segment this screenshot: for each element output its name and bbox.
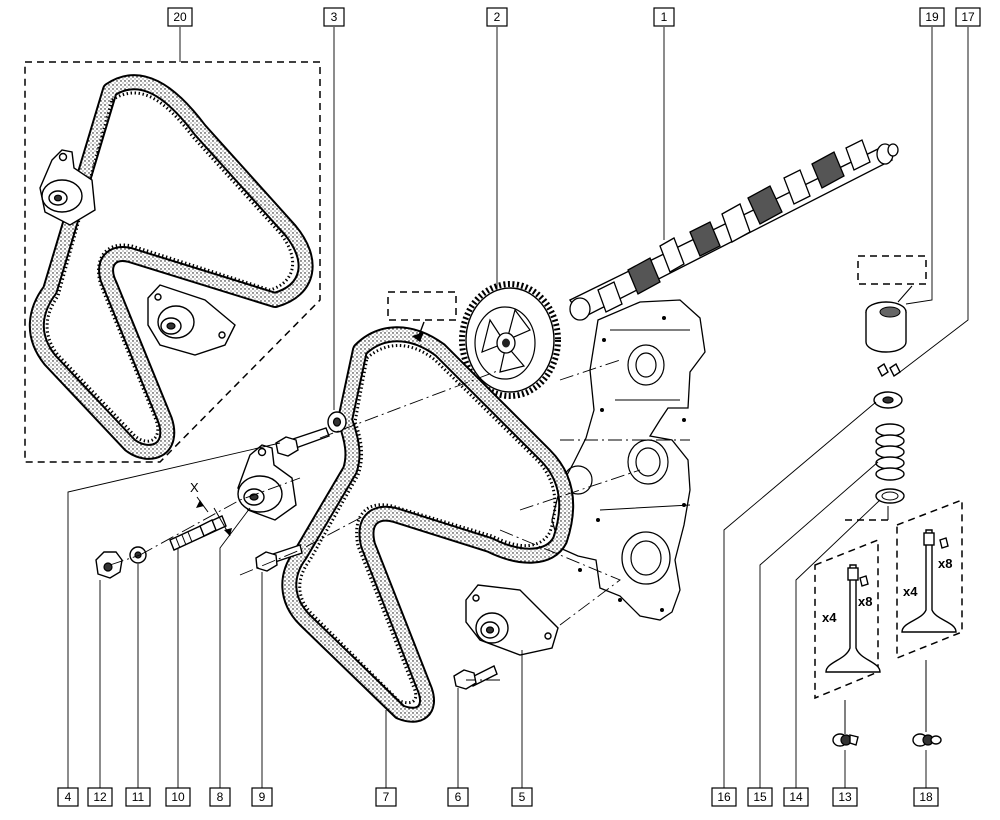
callout-1: 1 <box>653 7 675 27</box>
qty-valve-left: x4 <box>822 610 837 625</box>
callout-17: 17 <box>955 7 981 27</box>
svg-text:14: 14 <box>789 790 803 804</box>
svg-text:10: 10 <box>171 790 185 804</box>
callout-19: 19 <box>919 7 945 27</box>
svg-text:3: 3 <box>331 10 338 24</box>
assembly-axes <box>109 359 690 681</box>
callout-20: 20 <box>167 7 193 27</box>
callout-2: 2 <box>486 7 508 27</box>
callout-18: 18 <box>913 787 939 807</box>
bolt-6 <box>453 665 498 690</box>
valve-spring-15 <box>875 423 905 481</box>
timing-belt <box>281 326 575 723</box>
leader-lines <box>67 27 969 788</box>
svg-text:6: 6 <box>455 790 462 804</box>
idler-pulley <box>465 584 559 656</box>
svg-text:11: 11 <box>132 790 145 804</box>
spring-seat-14 <box>875 488 905 504</box>
svg-text:15: 15 <box>753 790 767 804</box>
svg-text:4: 4 <box>65 790 72 804</box>
callout-5: 5 <box>511 787 533 807</box>
exhaust-valve <box>901 529 957 633</box>
washer-11 <box>129 546 147 564</box>
inset-timing-belt <box>28 74 314 460</box>
camshaft-sprocket <box>459 281 561 399</box>
svg-text:19: 19 <box>925 10 939 24</box>
callout-6: 6 <box>447 787 469 807</box>
svg-text:18: 18 <box>919 790 933 804</box>
svg-text:5: 5 <box>519 790 526 804</box>
callout-9: 9 <box>251 787 273 807</box>
valve-seal-13 <box>832 733 859 747</box>
svg-text:X: X <box>190 480 199 495</box>
callout-10: 10 <box>165 787 191 807</box>
bolt-9 <box>255 544 303 572</box>
callout-3: 3 <box>323 7 345 27</box>
belt-tensioner <box>237 444 297 521</box>
callout-16: 16 <box>711 787 737 807</box>
keepers-17 <box>877 362 901 378</box>
svg-text:9: 9 <box>259 790 266 804</box>
qty-keeper-left: x8 <box>858 594 872 609</box>
callout-7: 7 <box>375 787 397 807</box>
callout-8: 8 <box>209 787 231 807</box>
axis-x-marker: X <box>190 480 232 537</box>
engine-block-outline <box>551 299 706 621</box>
valve-seal-18 <box>912 733 942 747</box>
tappet-19 <box>865 301 907 353</box>
svg-text:17: 17 <box>961 10 975 24</box>
svg-text:16: 16 <box>717 790 731 804</box>
marker-box-belt <box>387 291 457 321</box>
callout-15: 15 <box>747 787 773 807</box>
qty-keeper-right: x8 <box>938 556 952 571</box>
nut-12 <box>95 551 123 579</box>
callout-13: 13 <box>832 787 858 807</box>
qty-valve-right: x4 <box>903 584 918 599</box>
camshaft <box>568 139 899 321</box>
svg-text:8: 8 <box>217 790 224 804</box>
callout-14: 14 <box>783 787 809 807</box>
svg-text:7: 7 <box>383 790 390 804</box>
stud-10 <box>169 515 227 551</box>
bolt-4 <box>275 427 330 457</box>
inset-tensioner-roller <box>39 149 96 226</box>
svg-text:20: 20 <box>173 10 187 24</box>
svg-text:12: 12 <box>93 790 107 804</box>
callout-4: 4 <box>57 787 79 807</box>
svg-text:1: 1 <box>661 10 668 24</box>
timing-belt-kit-inset <box>24 61 321 463</box>
svg-text:2: 2 <box>494 10 501 24</box>
callout-12: 12 <box>87 787 113 807</box>
inset-idler-roller <box>147 284 236 356</box>
spring-retainer-16 <box>873 391 903 409</box>
intake-valve <box>825 564 881 673</box>
callout-11: 11 <box>125 787 151 807</box>
svg-text:13: 13 <box>838 790 852 804</box>
valve-train <box>814 255 963 747</box>
